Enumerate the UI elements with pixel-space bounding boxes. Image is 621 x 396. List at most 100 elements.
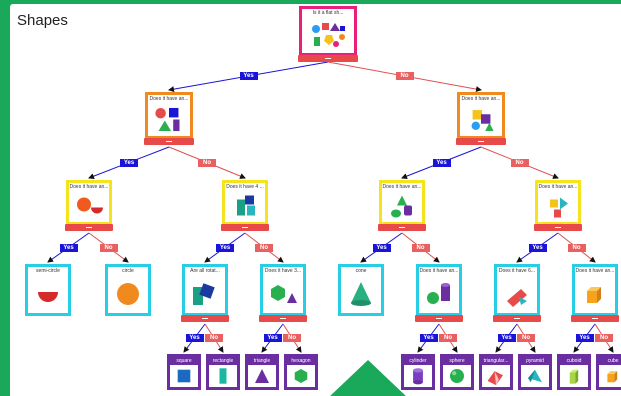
node-label: pyramid: [521, 357, 549, 365]
leaf-shape-node[interactable]: cube: [596, 354, 621, 390]
node-toggle-bar[interactable]: [534, 224, 582, 231]
leaf-shape-node[interactable]: square: [167, 354, 201, 390]
level3-question-node[interactable]: Does it have an...: [535, 180, 581, 225]
node-label: rectangle: [209, 357, 237, 365]
leaf-shape-node[interactable]: sphere: [440, 354, 474, 390]
curved-solids-icon: [382, 191, 422, 222]
yes-branch-label: Yes: [419, 334, 438, 342]
node-toggle-bar[interactable]: [571, 315, 619, 322]
no-branch-label: No: [205, 334, 223, 342]
cylinder-icon: [404, 365, 432, 387]
level4-question-node[interactable]: Are all rotat...: [182, 264, 228, 316]
node-toggle-bar[interactable]: [456, 138, 506, 145]
node-label: Does it have 4 ...: [226, 184, 264, 190]
yes-branch-label: Yes: [239, 72, 258, 80]
node-toggle-bar[interactable]: [181, 315, 229, 322]
pyramid-icon: [521, 365, 549, 387]
cone-icon: [341, 275, 381, 313]
level3-question-node[interactable]: Does it have an...: [66, 180, 112, 225]
node-toggle-bar[interactable]: [144, 138, 194, 145]
leaf-shape-node[interactable]: triangle: [245, 354, 279, 390]
node-label: Are all rotat...: [190, 268, 220, 274]
root-question-node[interactable]: Is it a flat sh...: [299, 6, 357, 56]
leaf-shape-node[interactable]: rectangle: [206, 354, 240, 390]
no-branch-label: No: [517, 334, 535, 342]
sphere-icon: [443, 365, 471, 387]
level4-question-node[interactable]: Does it have an...: [416, 264, 462, 316]
node-label: cylinder: [404, 357, 432, 365]
semicircle-icon: [28, 275, 68, 313]
cylinder-sphere-icon: [419, 275, 459, 313]
level3-question-node[interactable]: Does it have 4 ...: [222, 180, 268, 225]
cuboid-icon: [560, 365, 588, 387]
shapes-collage-icon: [302, 17, 354, 53]
node-toggle-bar[interactable]: [65, 224, 113, 231]
leaf-shape-node[interactable]: pyramid: [518, 354, 552, 390]
cube-icon: [599, 365, 621, 387]
level4-question-node[interactable]: Does it have 6...: [494, 264, 540, 316]
node-label: Does it have 6...: [498, 268, 536, 274]
yes-branch-label: Yes: [59, 243, 78, 252]
square-icon: [170, 365, 198, 387]
node-toggle-bar[interactable]: [221, 224, 269, 231]
node-toggle-bar[interactable]: [415, 315, 463, 322]
four-sided-shapes-icon: [225, 191, 265, 222]
no-branch-label: No: [99, 243, 118, 252]
node-label: circle: [122, 268, 134, 274]
level2-question-node[interactable]: Does it have an...: [457, 92, 505, 139]
object-node[interactable]: cone: [338, 264, 384, 316]
no-branch-label: No: [411, 243, 430, 252]
level2-question-node[interactable]: Does it have an...: [145, 92, 193, 139]
yes-branch-label: Yes: [263, 334, 282, 342]
cube-icon: [575, 275, 615, 313]
level4-question-node[interactable]: Does it have an...: [572, 264, 618, 316]
level3-question-node[interactable]: Does it have an...: [379, 180, 425, 225]
triangle-icon: [248, 365, 276, 387]
no-branch-label: No: [255, 243, 273, 252]
root-toggle-bar[interactable]: [298, 55, 358, 62]
no-branch-label: No: [283, 334, 301, 342]
triangle-hexagon-icon: [263, 275, 303, 313]
level4-question-node[interactable]: Does it have 3...: [260, 264, 306, 316]
node-label: sphere: [443, 357, 471, 365]
node-label: triangular...: [482, 357, 510, 365]
node-label: Does it have an...: [149, 96, 189, 102]
yes-branch-label: Yes: [120, 158, 138, 167]
no-branch-label: No: [198, 158, 216, 167]
leaf-shape-node[interactable]: triangular...: [479, 354, 513, 390]
yes-branch-label: Yes: [185, 334, 204, 342]
no-branch-label: No: [510, 158, 529, 167]
flat-shapes-icon: [148, 103, 190, 136]
leaf-shape-node[interactable]: cuboid: [557, 354, 591, 390]
node-toggle-bar[interactable]: [259, 315, 307, 322]
node-label: Does it have an...: [575, 268, 615, 274]
flat-faced-solids-icon: [538, 191, 578, 222]
node-label: Is it a flat sh...: [312, 10, 344, 16]
object-node[interactable]: semi-circle: [25, 264, 71, 316]
yes-branch-label: Yes: [372, 243, 391, 252]
node-label: hexagon: [287, 357, 315, 365]
node-label: cone: [355, 268, 367, 274]
yes-branch-label: Yes: [528, 243, 547, 252]
object-node[interactable]: circle: [105, 264, 151, 316]
node-label: semi-circle: [36, 268, 60, 274]
node-label: Does it have an...: [419, 268, 459, 274]
node-label: Does it have an...: [461, 96, 501, 102]
node-label: Does it have an...: [382, 184, 422, 190]
square-rectangle-icon: [185, 275, 225, 313]
yes-branch-label: Yes: [575, 334, 594, 342]
decorative-triangle: [328, 360, 408, 396]
circle-icon: [108, 275, 148, 313]
node-toggle-bar[interactable]: [378, 224, 426, 231]
yes-branch-label: Yes: [216, 243, 234, 252]
triangular-prism-icon: [482, 365, 510, 387]
leaf-shape-node[interactable]: hexagon: [284, 354, 318, 390]
node-label: cube: [599, 357, 621, 365]
node-label: square: [170, 357, 198, 365]
no-branch-label: No: [595, 334, 613, 342]
page-title: Shapes: [17, 12, 68, 29]
node-toggle-bar[interactable]: [493, 315, 541, 322]
no-branch-label: No: [439, 334, 457, 342]
yes-branch-label: Yes: [432, 158, 451, 167]
